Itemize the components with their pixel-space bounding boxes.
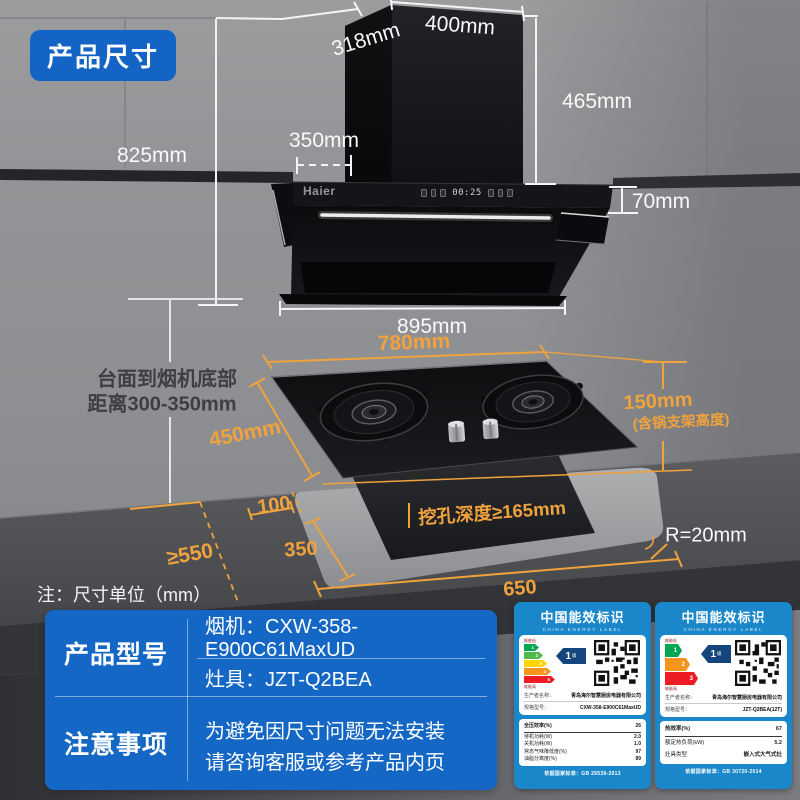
dim-label-cutout-width: 650 <box>502 576 538 601</box>
hood-control-icon <box>507 188 513 197</box>
install-note-line2: 距离300-350mm <box>87 393 237 416</box>
model-row: 规格型号：CXW-358-E900C61MaxUD <box>524 704 641 711</box>
hood-control-panel: 00:25 <box>421 187 513 198</box>
hood-control-icon <box>421 188 427 197</box>
scale-high-text: 耗能高 <box>665 686 677 691</box>
energy-label-subtitle: CHINA ENERGY LABEL <box>542 627 623 632</box>
hood-control-icon <box>440 188 447 197</box>
dim-label-duct-setback: 350mm <box>288 129 360 152</box>
dim-label-cutout-front: 350 <box>283 537 319 562</box>
table-column-divider <box>187 619 188 781</box>
qr-code <box>735 640 781 686</box>
table-subrow-divider <box>197 658 485 659</box>
grade-bar: 2 <box>524 652 543 659</box>
hood-timer-display: 00:25 <box>452 187 482 198</box>
energy-standard-note: 依据国家标准：GB 29539-2013 <box>544 771 621 777</box>
haier-logo: Haier <box>303 184 336 198</box>
scale-low-text: 耗能低 <box>524 638 536 643</box>
install-note-line1: 台面到烟机底部 <box>97 368 237 391</box>
table-value-stove-model: 灶具：JZT-Q2BEA <box>205 668 372 691</box>
energy-label-hood: 中国能效标识 CHINA ENERGY LABEL 耗能低 1 2 3 4 5 … <box>514 602 651 789</box>
qr-code <box>594 640 640 686</box>
scale-high-text: 耗能高 <box>524 684 536 689</box>
grade-bar: 1 <box>524 644 539 651</box>
table-value-hood-model: 烟机：CXW-358-E900C61MaxUD <box>205 616 358 661</box>
table-label-notice: 注意事项 <box>63 731 168 759</box>
table-row-divider <box>55 696 487 697</box>
grade-bar: 2 <box>665 658 690 671</box>
energy-metrics-panel: 全压效率(%)26 待机功耗(W)2.0 关机功耗(W)1.0 常态气味降低度(… <box>519 719 646 766</box>
producer-row: 生产者名称：青岛海尔智慧厨房电器有限公司 <box>524 690 641 702</box>
energy-standard-note: 依据国家标准：GB 30720-2014 <box>685 768 762 775</box>
hood-control-icon <box>487 188 494 197</box>
energy-label-title: 中国能效标识 <box>540 610 625 625</box>
page-title-badge: 产品尺寸 <box>30 30 177 81</box>
dim-label-corner-radius: R=20mm <box>665 524 747 547</box>
dim-label-duct-height: 465mm <box>561 90 633 113</box>
unit-note: 注：尺寸单位（mm） <box>37 585 211 605</box>
energy-label-subtitle: CHINA ENERGY LABEL <box>683 627 764 632</box>
scale-low-text: 耗能低 <box>665 638 677 643</box>
hood-control-icon <box>497 188 504 197</box>
energy-grade-bars: 耗能低 1 2 3 4 5 耗能高 <box>524 638 555 690</box>
grade-bar: 4 <box>524 668 551 675</box>
table-label-model: 产品型号 <box>63 641 168 669</box>
hood-control-icon <box>430 188 437 197</box>
grade-bar: 3 <box>524 660 547 667</box>
dim-label-body-height: 70mm <box>631 190 691 213</box>
grade-bar: 3 <box>665 672 698 685</box>
energy-grade-bars: 耗能低 1 2 3 耗能高 <box>665 638 698 692</box>
wall-shadow <box>520 0 800 540</box>
spec-table: 产品型号 烟机：CXW-358-E900C61MaxUD 灶具：JZT-Q2BE… <box>45 610 497 790</box>
model-row: 规格型号：JZT-Q2BEA(12T) <box>665 706 782 713</box>
producer-row: 生产者名称：青岛海尔智慧厨房电器有限公司 <box>665 692 782 704</box>
grade-bar: 5 <box>524 676 555 683</box>
dim-label-duct-width: 400mm <box>424 11 496 40</box>
table-value-notice: 为避免因尺寸问题无法安装 请咨询客服或参考产品内页 <box>205 706 489 790</box>
dim-label-cutout-gap: 100 <box>255 492 292 519</box>
dim-label-total-height: 825mm <box>116 144 188 167</box>
energy-metrics-panel: 热效率(%)67 额定热负荷(kW)5.2 灶具类型嵌入式大气式灶 <box>660 721 787 764</box>
grade-bar: 1 <box>665 644 682 657</box>
notice-line1: 为避免因尺寸问题无法安装 <box>205 721 445 743</box>
dim-label-body-width: 895mm <box>396 315 468 338</box>
energy-label-title: 中国能效标识 <box>681 610 766 625</box>
notice-line2: 请咨询客服或参考产品内页 <box>205 752 445 774</box>
dim-label-stove-width: 780mm <box>377 329 451 356</box>
energy-label-stove: 中国能效标识 CHINA ENERGY LABEL 耗能低 1 2 3 耗能高 … <box>655 602 792 789</box>
